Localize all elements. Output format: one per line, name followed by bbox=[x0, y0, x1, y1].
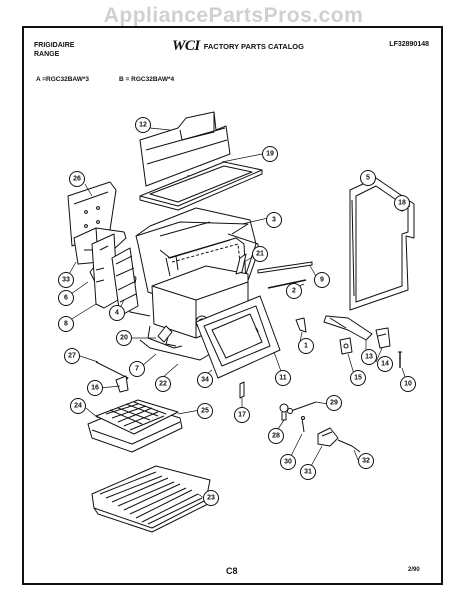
callout-1: 1 bbox=[304, 343, 308, 350]
callout-5: 5 bbox=[366, 175, 370, 182]
part-2-long-strip bbox=[267, 279, 307, 289]
catalog-title: FACTORY PARTS CATALOG bbox=[203, 42, 304, 51]
callout-circles bbox=[58, 117, 416, 506]
callout-16: 16 bbox=[91, 385, 99, 392]
catalog-heading: WCI FACTORY PARTS CATALOG bbox=[172, 38, 304, 55]
callout-23: 23 bbox=[207, 495, 215, 502]
callout-21: 21 bbox=[256, 251, 264, 258]
callout-7: 7 bbox=[135, 366, 139, 373]
part-34-oven-front-frame bbox=[195, 295, 281, 379]
part-8-insulation-panel bbox=[111, 247, 139, 317]
part-20-bracket bbox=[157, 325, 173, 343]
wci-logo: WCI bbox=[172, 38, 200, 54]
callout-24: 24 bbox=[74, 403, 82, 410]
part-31-igniter bbox=[317, 427, 339, 447]
part-28-valve bbox=[279, 403, 289, 421]
part-10-screw bbox=[398, 351, 402, 368]
part-11-fastener bbox=[255, 327, 259, 333]
callout-30: 30 bbox=[284, 459, 292, 466]
callout-34: 34 bbox=[201, 377, 209, 384]
part-9-rod bbox=[257, 261, 313, 274]
catalog-number: LF32890148 bbox=[389, 41, 429, 48]
part-32-wire bbox=[337, 439, 361, 453]
page-code: C8 bbox=[226, 566, 238, 576]
callout-31: 31 bbox=[304, 469, 312, 476]
part-30-screw bbox=[301, 416, 305, 433]
callout-labels: 12 19 26 3 5 18 21 9 33 6 2 4 8 20 1 13 … bbox=[62, 122, 412, 502]
part-21-strip bbox=[235, 253, 247, 275]
part-5-side-panel bbox=[349, 177, 415, 311]
part-13-rail bbox=[323, 315, 373, 341]
part-14-bracket bbox=[375, 327, 391, 349]
callout-3: 3 bbox=[272, 217, 276, 224]
callout-20: 20 bbox=[120, 335, 128, 342]
callout-2: 2 bbox=[292, 288, 296, 295]
callout-6: 6 bbox=[64, 295, 68, 302]
part-6-side-panel bbox=[91, 233, 119, 309]
callout-4: 4 bbox=[115, 310, 119, 317]
callout-19: 19 bbox=[266, 151, 274, 158]
callout-18: 18 bbox=[398, 200, 406, 207]
brand-name: FRIGIDAIRE bbox=[34, 42, 75, 49]
callout-15: 15 bbox=[354, 375, 362, 382]
part-29-orifice bbox=[287, 401, 317, 414]
model-legend: A =RGC32BAW*3 B = RGC32BAW*4 bbox=[36, 76, 174, 83]
part-19-top-panel bbox=[139, 161, 263, 211]
callout-25: 25 bbox=[201, 408, 209, 415]
part-25-broiler-insert bbox=[95, 399, 179, 435]
callout-33: 33 bbox=[62, 277, 70, 284]
catalog-date: 2/90 bbox=[408, 567, 420, 573]
part-17-pin bbox=[239, 381, 245, 399]
callout-27: 27 bbox=[68, 353, 76, 360]
callout-10: 10 bbox=[404, 381, 412, 388]
callout-12: 12 bbox=[139, 122, 147, 129]
part-23-oven-rack bbox=[91, 465, 211, 533]
callout-8: 8 bbox=[64, 321, 68, 328]
callout-14: 14 bbox=[381, 361, 389, 368]
callout-13: 13 bbox=[365, 354, 373, 361]
part-16-clip bbox=[115, 375, 129, 393]
part-1-clip bbox=[295, 317, 307, 333]
model-a: A =RGC32BAW*3 bbox=[36, 76, 90, 83]
watermark: AppliancePartsPros.com bbox=[103, 4, 364, 27]
callout-11: 11 bbox=[279, 375, 287, 382]
callout-32: 32 bbox=[362, 458, 370, 465]
callout-9: 9 bbox=[320, 277, 324, 284]
callout-28: 28 bbox=[272, 433, 280, 440]
part-15-fitting bbox=[339, 337, 353, 355]
page-frame bbox=[22, 26, 443, 585]
callout-22: 22 bbox=[159, 381, 167, 388]
brand-block: FRIGIDAIRE RANGE bbox=[34, 41, 74, 59]
callout-17: 17 bbox=[238, 412, 246, 419]
callout-29: 29 bbox=[330, 400, 338, 407]
model-b: B = RGC32BAW*4 bbox=[119, 76, 175, 83]
callout-26: 26 bbox=[73, 176, 81, 183]
product-name: RANGE bbox=[34, 51, 60, 58]
